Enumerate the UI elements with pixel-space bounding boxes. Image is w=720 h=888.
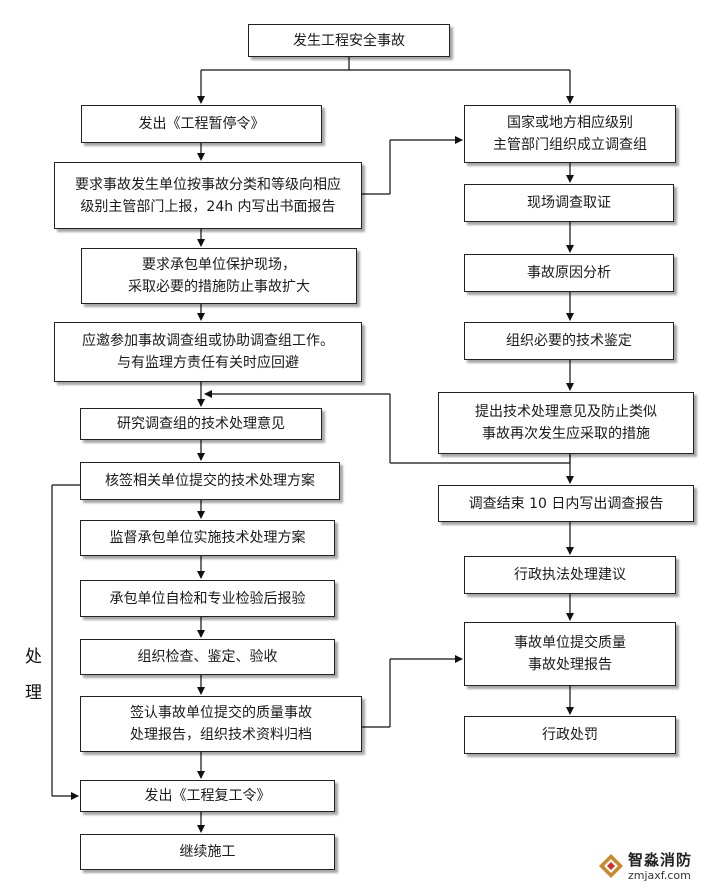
- team-label: 国家或地方相应级别 主管部门组织成立调查组: [493, 115, 647, 153]
- report-label: 要求事故发生单位按事故分类和等级向相应 级别主管部门上报，24h 内写出书面报告: [75, 176, 341, 215]
- measures-box: 提出技术处理意见及防止类似 事故再次发生应采取的措施: [438, 392, 694, 454]
- supervise-box: 监督承包单位实施技术处理方案: [80, 520, 335, 556]
- quality-report-box: 事故单位提交质量 事故处理报告: [464, 622, 676, 686]
- admin-advice-label: 行政执法处理建议: [514, 567, 626, 583]
- sign-plan-box: 核签相关单位提交的技术处理方案: [80, 462, 340, 500]
- join-box: 应邀参加事故调查组或协助调查组工作。 与有监理方责任有关时应回避: [54, 322, 362, 382]
- watermark-logo: 智淼消防 zmjaxf.com: [598, 847, 718, 885]
- protect-box: 要求承包单位保护现场， 采取必要的措施防止事故扩大: [81, 248, 357, 304]
- study-label: 研究调查组的技术处理意见: [117, 416, 285, 432]
- investigation-report-label: 调查结束 10 日内写出调查报告: [468, 495, 664, 512]
- evidence-box: 现场调查取证: [464, 184, 674, 222]
- penalty-box: 行政处罚: [464, 716, 676, 754]
- stop-order-box: 发出《工程暂停令》: [81, 105, 322, 143]
- start-box: 发生工程安全事故: [248, 24, 450, 57]
- continue-box: 继续施工: [80, 834, 335, 870]
- cause-label: 事故原因分析: [527, 265, 611, 281]
- join-label: 应邀参加事故调查组或协助调查组工作。 与有监理方责任有关时应回避: [82, 333, 334, 371]
- resume-order-box: 发出《工程复工令》: [80, 780, 335, 812]
- watermark-url: zmjaxf.com: [628, 869, 691, 882]
- penalty-label: 行政处罚: [542, 727, 598, 743]
- self-check-box: 承包单位自检和专业检验后报验: [80, 580, 335, 617]
- appraisal-box: 组织必要的技术鉴定: [464, 322, 674, 360]
- continue-label: 继续施工: [179, 844, 236, 860]
- measures-label: 提出技术处理意见及防止类似 事故再次发生应采取的措施: [475, 404, 657, 442]
- report-box: 要求事故发生单位按事故分类和等级向相应 级别主管部门上报，24h 内写出书面报告: [54, 162, 362, 229]
- quality-report-label: 事故单位提交质量 事故处理报告: [514, 635, 626, 673]
- investigation-report-box: 调查结束 10 日内写出调查报告: [438, 485, 694, 522]
- appraisal-label: 组织必要的技术鉴定: [506, 333, 632, 349]
- start-label: 发生工程安全事故: [293, 32, 405, 49]
- watermark-name: 智淼消防: [628, 851, 693, 869]
- sign-report-box: 签认事故单位提交的质量事故 处理报告，组织技术资料归档: [80, 696, 362, 752]
- diamond-logo-icon: [599, 854, 623, 878]
- cause-box: 事故原因分析: [464, 254, 674, 292]
- supervise-label: 监督承包单位实施技术处理方案: [109, 530, 306, 546]
- side-label-char-2: 理: [25, 683, 42, 703]
- stop-order-label: 发出《工程暂停令》: [138, 116, 265, 132]
- sign-report-label: 签认事故单位提交的质量事故 处理报告，组织技术资料归档: [130, 705, 312, 743]
- self-check-label: 承包单位自检和专业检验后报验: [109, 590, 306, 607]
- admin-advice-box: 行政执法处理建议: [464, 556, 676, 594]
- study-box: 研究调查组的技术处理意见: [80, 408, 322, 440]
- evidence-label: 现场调查取证: [527, 195, 611, 211]
- inspect-box: 组织检查、鉴定、验收: [80, 639, 335, 675]
- inspect-label: 组织检查、鉴定、验收: [137, 649, 278, 665]
- protect-label: 要求承包单位保护现场， 采取必要的措施防止事故扩大: [128, 257, 310, 295]
- side-label-char-1: 处: [25, 647, 42, 667]
- resume-order-label: 发出《工程复工令》: [144, 788, 271, 804]
- sign-plan-label: 核签相关单位提交的技术处理方案: [105, 473, 315, 489]
- team-box: 国家或地方相应级别 主管部门组织成立调查组: [464, 105, 676, 163]
